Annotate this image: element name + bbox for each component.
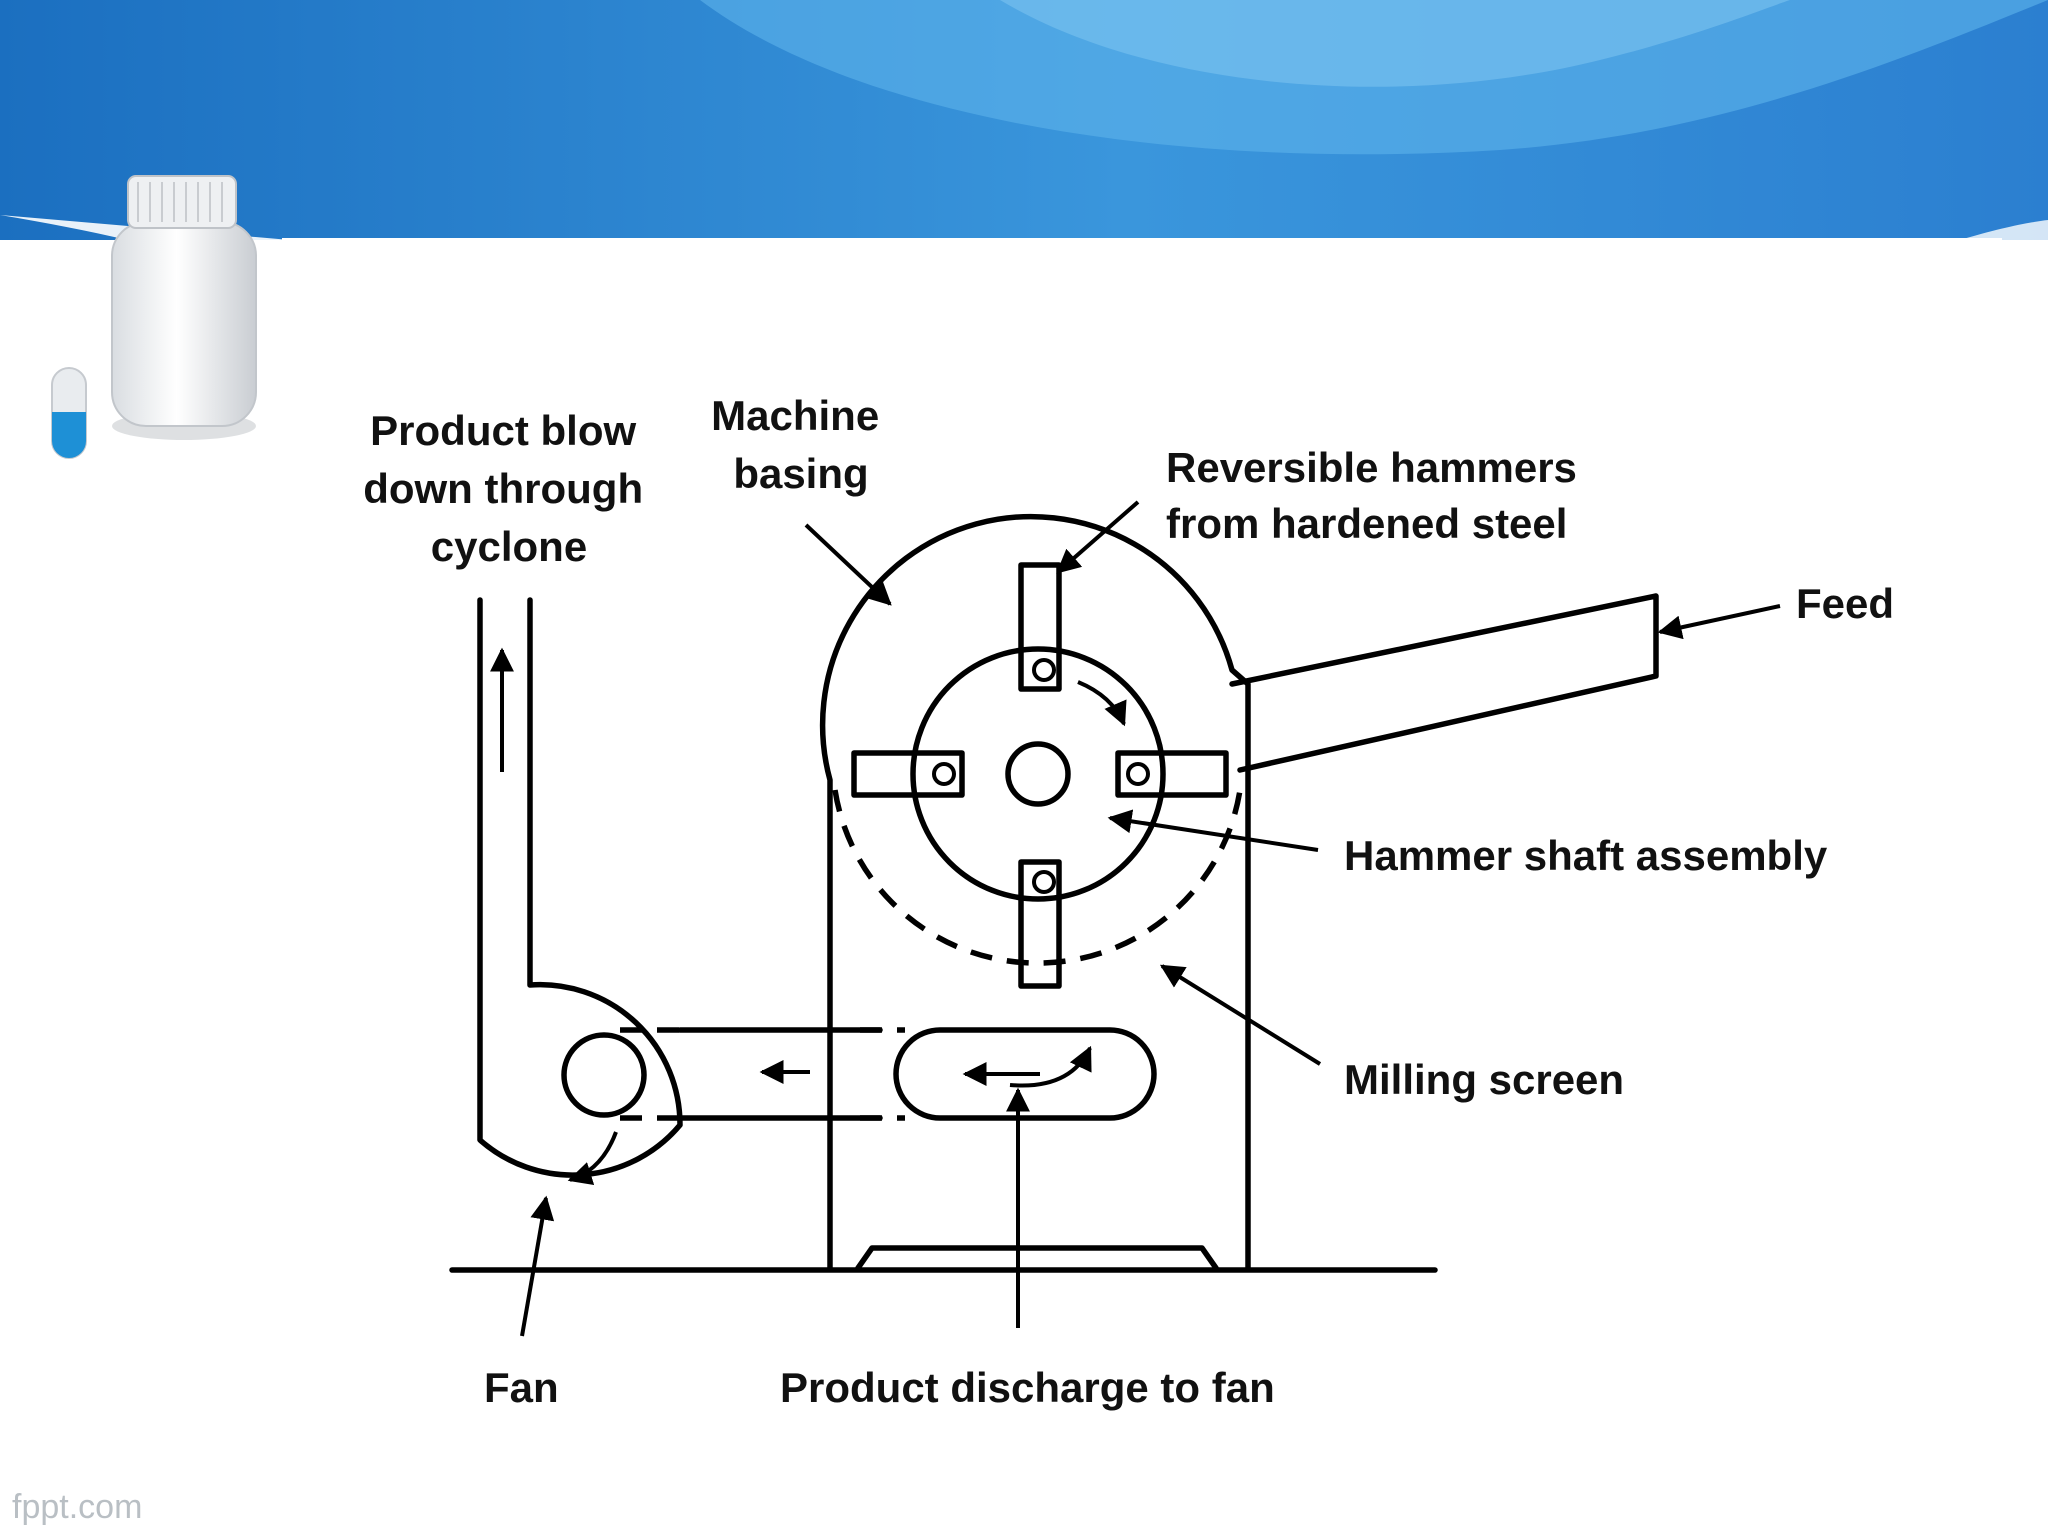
medicine-bottle-icon (111, 175, 257, 440)
feed-chute (1229, 593, 1659, 773)
reversible-hammers (851, 562, 1229, 989)
label-product-blow-l1: Product blow (370, 407, 636, 454)
label-milling-screen: Milling screen (1344, 1056, 1624, 1103)
fan-housing (477, 597, 683, 1178)
shaft-center (1005, 741, 1071, 807)
fan-inlet (561, 1032, 647, 1118)
label-product-discharge: Product discharge to fan (780, 1364, 1275, 1411)
milling-screen (832, 789, 1243, 966)
footer-watermark: fppt.com (12, 1488, 142, 1526)
discharge-duct (677, 1027, 883, 1121)
label-reversible-hammers-l1: Reversible hammers (1166, 444, 1577, 491)
svg-text:Reversible hammers from: Reversible hammers from hardened steel (1166, 444, 1589, 547)
svg-text:Product blow down throug: Product blow down through cyclone (363, 407, 655, 570)
capsule-icon (51, 367, 87, 459)
label-machine-basing-l2: basing (733, 450, 868, 497)
content-panel (282, 238, 2002, 1536)
hammer-mill-diagram (449, 500, 1781, 1337)
label-fan: Fan (484, 1364, 559, 1411)
machine-housing (819, 513, 1251, 1271)
svg-text:Machine basing: Machine basing (711, 392, 891, 497)
label-feed: Feed (1796, 580, 1894, 627)
diagram-labels: Product blow down through cyclone Machin… (363, 392, 1894, 1411)
label-reversible-hammers-l2: from hardened steel (1166, 500, 1567, 547)
label-machine-basing-l1: Machine (711, 392, 879, 439)
hammer-shaft-assembly (910, 646, 1166, 902)
header-banner (0, 0, 2048, 290)
label-hammer-shaft-assembly: Hammer shaft assembly (1344, 832, 1828, 879)
label-product-blow-l2: down through (363, 465, 643, 512)
label-product-blow-l3: cyclone (431, 523, 587, 570)
